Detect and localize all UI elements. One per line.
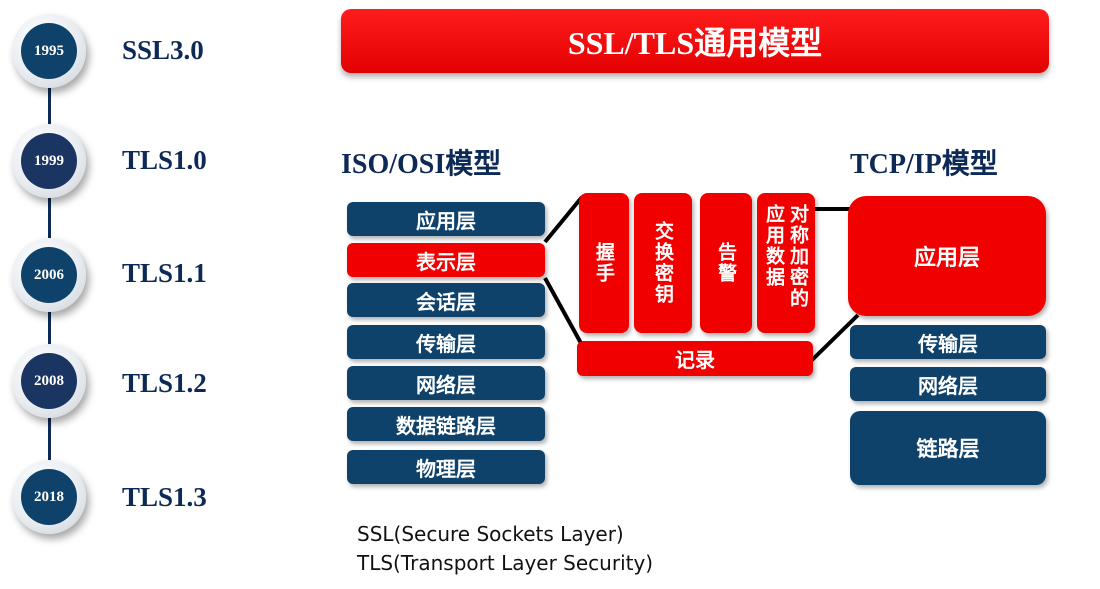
timeline-node-1995: 1995 bbox=[12, 14, 86, 88]
osi-layer-physical: 物理层 bbox=[347, 450, 545, 484]
ssl-record-layer: 记录 bbox=[577, 341, 813, 376]
timeline-version: SSL3.0 bbox=[122, 35, 204, 65]
footnote-tls: TLS(Transport Layer Security) bbox=[357, 551, 654, 575]
timeline-year: 2018 bbox=[21, 469, 77, 525]
timeline-version: TLS1.2 bbox=[122, 368, 207, 398]
ssl-protocol-application-data: 对称加密的应用数据 bbox=[757, 193, 815, 333]
connector-line bbox=[543, 277, 584, 346]
osi-layer-session: 会话层 bbox=[347, 283, 545, 317]
osi-layer-transport: 传输层 bbox=[347, 325, 545, 359]
osi-model-title: ISO/OSI模型 bbox=[341, 149, 502, 180]
tcpip-layer-application: 应用层 bbox=[848, 196, 1046, 316]
tcpip-layer-link: 链路层 bbox=[850, 411, 1046, 485]
timeline-node-1999: 1999 bbox=[12, 124, 86, 198]
protocol-label: 对称加密的应用数据 bbox=[763, 204, 809, 309]
osi-layer-presentation: 表示层 bbox=[347, 243, 545, 277]
timeline-version: TLS1.1 bbox=[122, 258, 207, 288]
ssl-protocol-key-exchange: 交换密钥 bbox=[634, 193, 692, 333]
osi-layer-application: 应用层 bbox=[347, 202, 545, 236]
timeline-version: TLS1.3 bbox=[122, 482, 207, 512]
tcpip-layer-network: 网络层 bbox=[850, 367, 1046, 401]
protocol-label: 握手 bbox=[593, 242, 615, 284]
tcpip-layer-transport: 传输层 bbox=[850, 325, 1046, 359]
protocol-label: 告警 bbox=[715, 242, 737, 284]
footnote-ssl: SSL(Secure Sockets Layer) bbox=[357, 522, 624, 546]
timeline-year: 1995 bbox=[21, 23, 77, 79]
protocol-label: 交换密钥 bbox=[652, 221, 674, 305]
osi-layer-network: 网络层 bbox=[347, 366, 545, 400]
timeline-node-2008: 2008 bbox=[12, 344, 86, 418]
timeline-year: 1999 bbox=[21, 133, 77, 189]
ssl-protocol-alert: 告警 bbox=[700, 193, 752, 333]
timeline-version: TLS1.0 bbox=[122, 145, 207, 175]
ssl-protocol-handshake: 握手 bbox=[579, 193, 629, 333]
connector-line bbox=[543, 195, 584, 244]
timeline-year: 2006 bbox=[21, 247, 77, 303]
tcpip-model-title: TCP/IP模型 bbox=[850, 149, 998, 180]
osi-layer-datalink: 数据链路层 bbox=[347, 407, 545, 441]
timeline-node-2006: 2006 bbox=[12, 238, 86, 312]
timeline-year: 2008 bbox=[21, 353, 77, 409]
connector-line bbox=[808, 313, 860, 364]
timeline-node-2018: 2018 bbox=[12, 460, 86, 534]
main-title: SSL/TLS通用模型 bbox=[341, 9, 1049, 73]
